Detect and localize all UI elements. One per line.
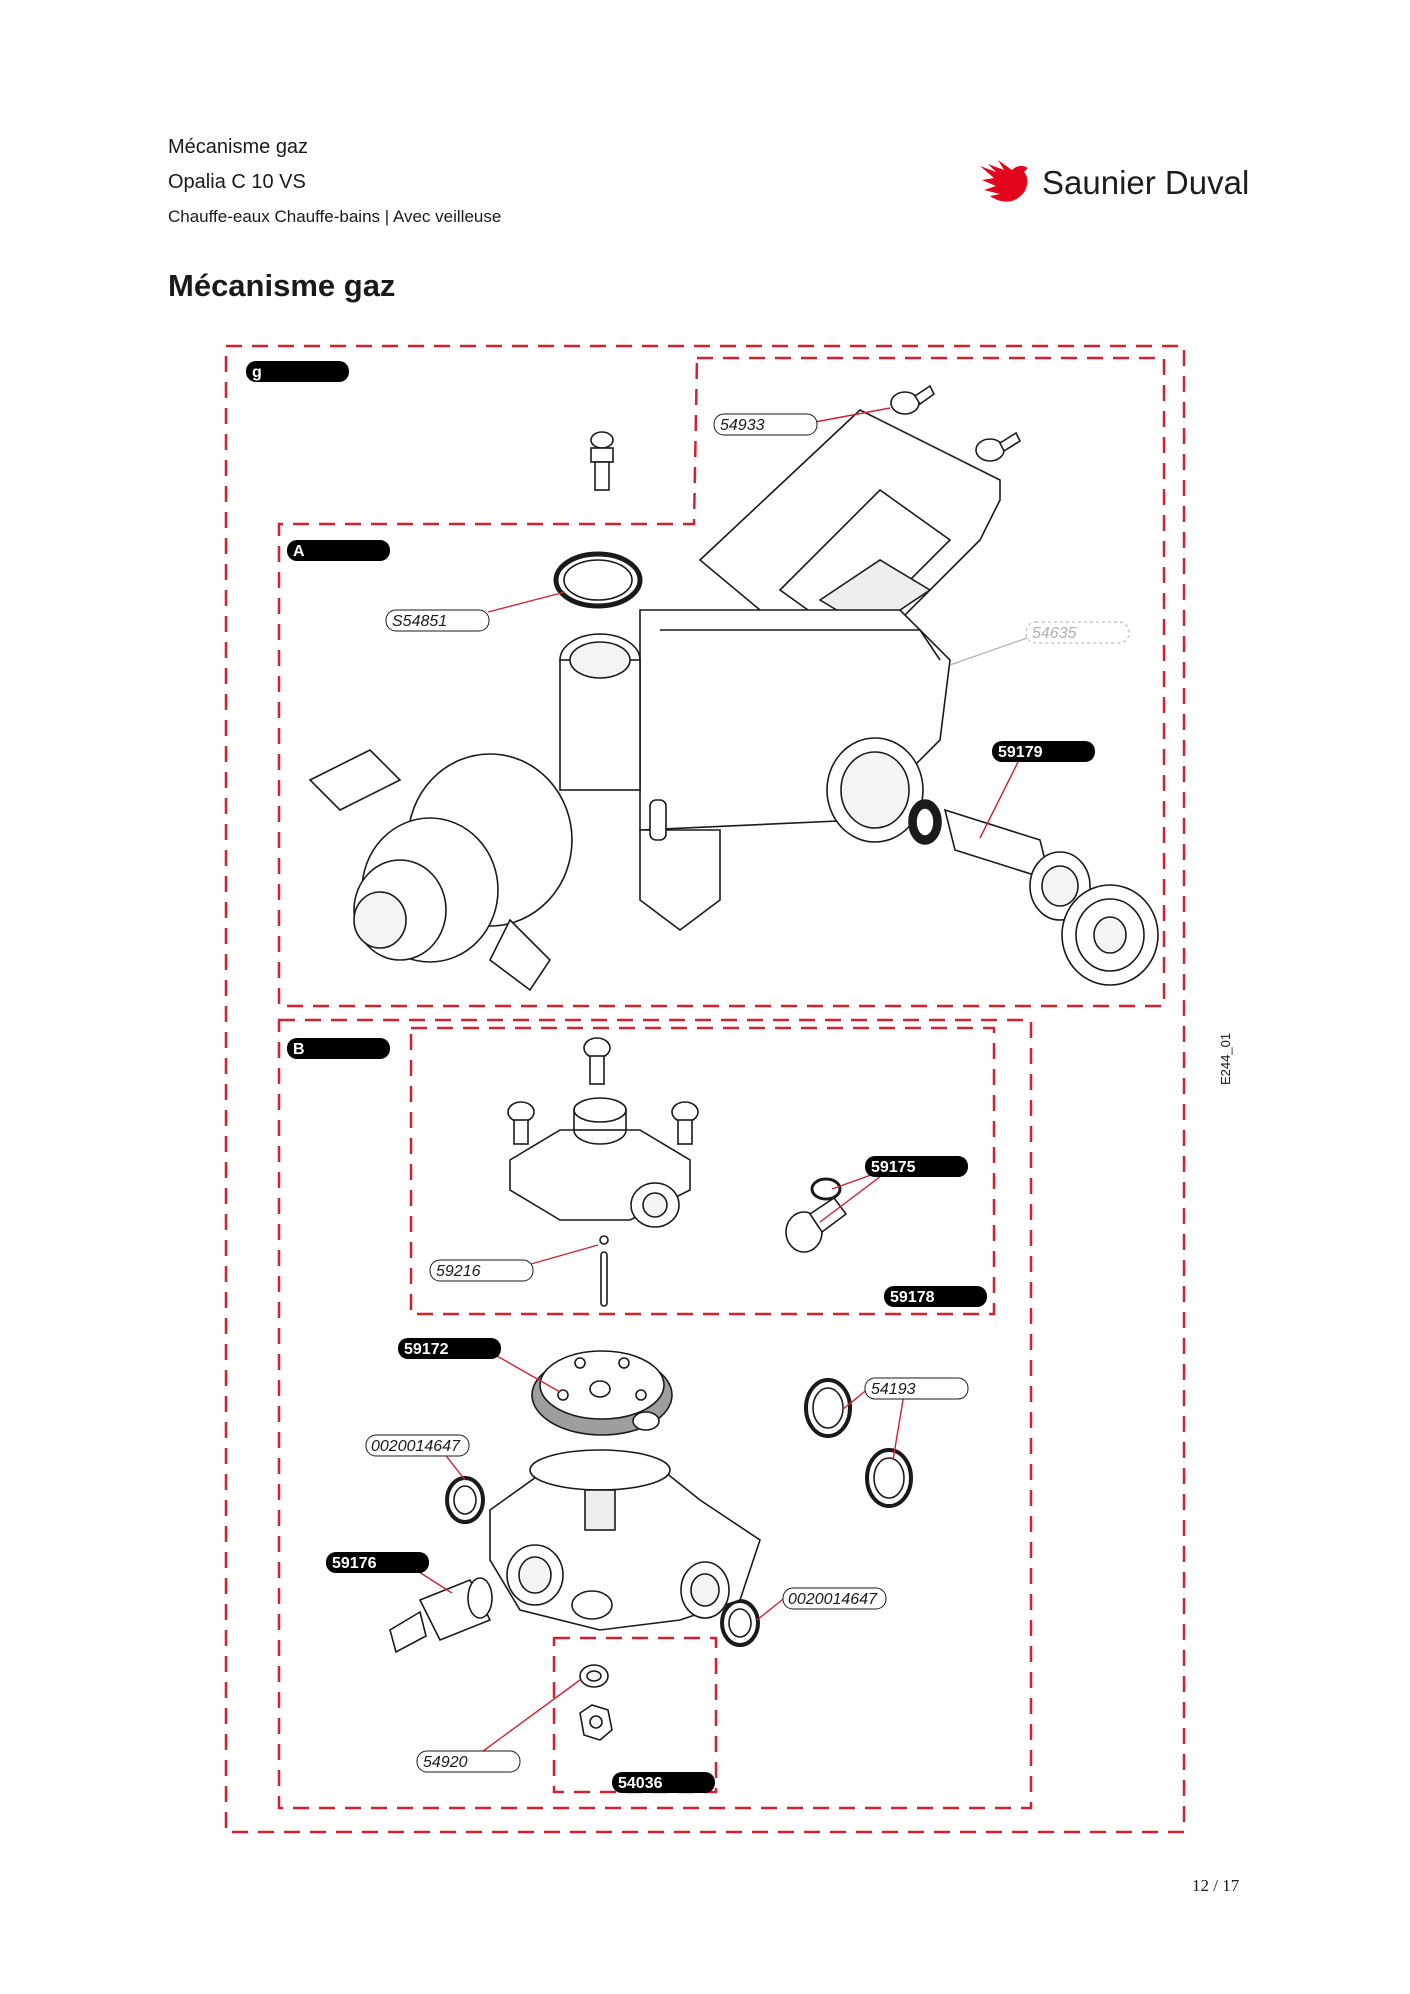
group-label-a: A bbox=[293, 543, 305, 560]
brand-name: Saunier Duval bbox=[1042, 164, 1250, 201]
part-screw-b-right bbox=[671, 1101, 699, 1145]
part-cover-59178 bbox=[509, 1097, 691, 1228]
leader-54635 bbox=[949, 636, 1031, 666]
part-label-59216: 59216 bbox=[436, 1263, 481, 1280]
part-o-ring-54193-b bbox=[865, 1448, 913, 1508]
group-label-g: g bbox=[252, 364, 262, 381]
group-tag-b: B bbox=[287, 1038, 390, 1059]
part-label-59172: 59172 bbox=[404, 1341, 449, 1358]
leader-54193-b bbox=[892, 1393, 905, 1461]
part-nut-54036 bbox=[579, 1704, 613, 1741]
part-o-ring-54193-a bbox=[804, 1378, 852, 1438]
header-category: Mécanisme gaz bbox=[168, 136, 309, 158]
part-label-0020014647-a: 0020014647 bbox=[371, 1438, 461, 1455]
part-diaphragm-59172 bbox=[531, 1350, 673, 1436]
part-o-ring-0020014647-a bbox=[445, 1476, 485, 1524]
part-o-ring-s54851 bbox=[553, 551, 643, 609]
header-model: Opalia C 10 VS bbox=[168, 171, 306, 193]
part-washer-54036 bbox=[579, 1664, 609, 1688]
part-screw-b-top bbox=[583, 1037, 611, 1085]
part-screw-b-left bbox=[507, 1101, 535, 1145]
leader-0020014647-b bbox=[756, 1595, 788, 1621]
part-injector-59176 bbox=[389, 1577, 493, 1654]
leader-54933 bbox=[814, 407, 891, 423]
part-label-54635: 54635 bbox=[1032, 625, 1077, 642]
part-label-54036: 54036 bbox=[618, 1775, 663, 1792]
part-screw-59175 bbox=[785, 1177, 848, 1253]
frame-b bbox=[277, 1018, 1033, 1810]
part-label-59175: 59175 bbox=[871, 1159, 916, 1176]
part-label-0020014647-b: 0020014647 bbox=[788, 1591, 878, 1608]
brand-bird-logo bbox=[980, 160, 1028, 202]
part-o-ring-0020014647-b bbox=[720, 1599, 760, 1647]
header-subtitle: Chauffe-eaux Chauffe-bains | Avec veille… bbox=[168, 207, 502, 226]
frame-b-bottom bbox=[552, 1636, 718, 1794]
part-plug-59179 bbox=[1061, 884, 1159, 986]
leader-54920 bbox=[474, 1679, 581, 1758]
page-title: Mécanisme gaz bbox=[168, 268, 396, 303]
diagram-code: E244_01 bbox=[1218, 1032, 1233, 1085]
page-number: 12 / 17 bbox=[1192, 1876, 1240, 1895]
part-label-59176: 59176 bbox=[332, 1555, 377, 1572]
part-screw-54933-a bbox=[890, 384, 936, 415]
leader-59179 bbox=[979, 757, 1021, 839]
part-label-59178: 59178 bbox=[890, 1289, 935, 1306]
frame-outer bbox=[224, 344, 1186, 1834]
group-tag-g: g bbox=[246, 361, 349, 382]
part-label-54920: 54920 bbox=[423, 1754, 468, 1771]
frame-a bbox=[277, 356, 1166, 1008]
part-gas-magnet bbox=[308, 749, 573, 992]
frame-b-sub bbox=[409, 1026, 996, 1316]
group-tag-a: A bbox=[287, 540, 390, 561]
part-label-s54851: S54851 bbox=[392, 613, 447, 630]
part-label-59179: 59179 bbox=[998, 744, 1043, 761]
part-screw-54933-b bbox=[975, 431, 1022, 462]
part-valve-body bbox=[559, 609, 951, 931]
part-piston-59179 bbox=[908, 799, 1091, 921]
part-label-54193: 54193 bbox=[871, 1381, 916, 1398]
part-pin-59216 bbox=[599, 1235, 609, 1307]
part-label-54933: 54933 bbox=[720, 417, 765, 434]
group-label-b: B bbox=[293, 1041, 305, 1058]
part-lower-valve-body bbox=[489, 1449, 761, 1631]
part-screw-g bbox=[590, 431, 614, 491]
leader-s54851 bbox=[487, 591, 566, 613]
